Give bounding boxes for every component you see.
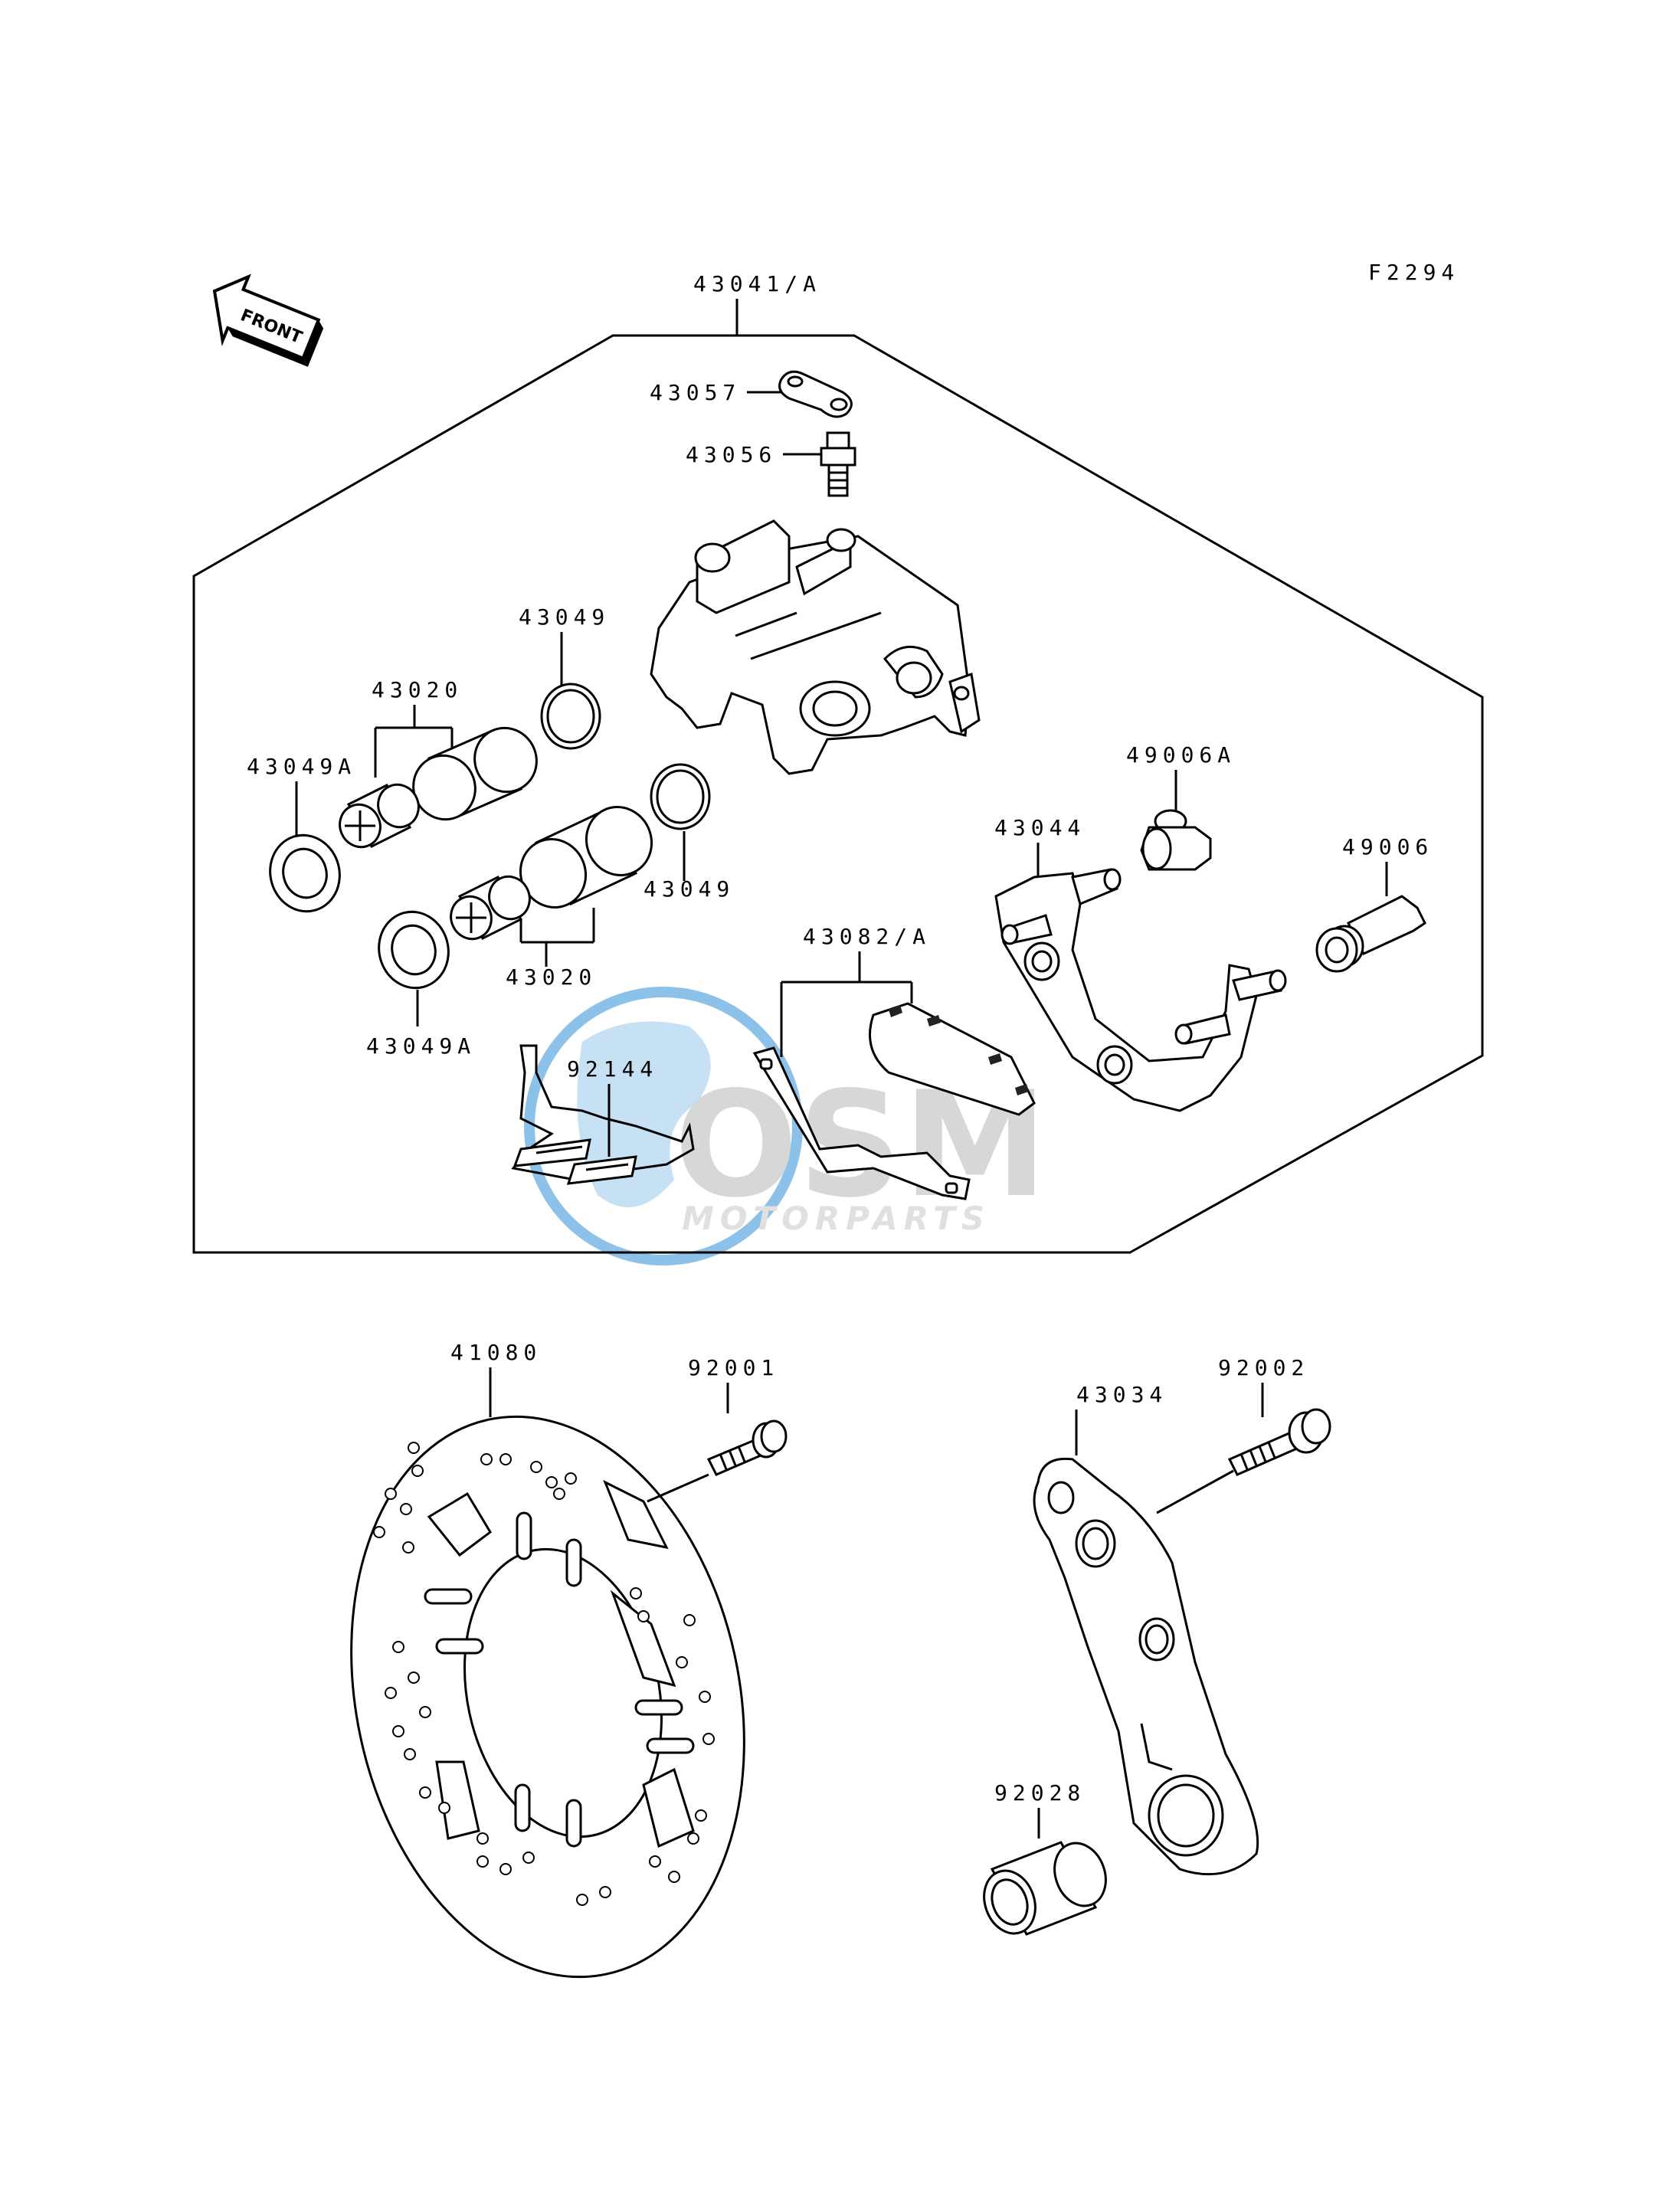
bleeder-valve-part — [820, 431, 856, 497]
link-bolt-part — [1227, 1408, 1331, 1476]
caliper-assembly-outline — [192, 334, 1484, 1254]
piston-upper-part — [412, 726, 538, 821]
label-disc-bolt: 92001 — [688, 1355, 779, 1380]
collar-part — [983, 1841, 1107, 1936]
insulator-lower-part — [450, 875, 531, 941]
caliper-body-part — [650, 519, 981, 775]
boot-part — [1140, 809, 1212, 871]
slide-pin-part — [1315, 895, 1426, 973]
label-pin: 49006 — [1342, 834, 1433, 859]
insulator-upper-part — [339, 783, 420, 849]
label-torque-link: 43034 — [1076, 1382, 1167, 1407]
label-holder: 43044 — [994, 815, 1086, 840]
disc-bolt-part — [706, 1419, 788, 1476]
bleeder-cap-part — [778, 370, 853, 418]
dust-seal-upper-part — [269, 833, 341, 913]
brake-pad-part — [869, 1002, 1036, 1116]
piston-seal-lower-part — [650, 763, 711, 830]
label-pad-set: 43082/A — [803, 924, 931, 949]
label-link-bolt: 92002 — [1218, 1355, 1309, 1380]
label-dust-seal-lower: 43049A — [366, 1033, 476, 1059]
label-piston-lower: 43020 — [506, 964, 597, 990]
piston-seal-upper-part — [540, 683, 601, 750]
label-collar: 92028 — [994, 1780, 1086, 1806]
watermark-logo: OSM MOTORPARTS — [524, 987, 1047, 1265]
label-disc: 41080 — [450, 1340, 542, 1365]
label-piston-upper: 43020 — [372, 677, 463, 702]
front-arrow-icon: FRONT — [212, 273, 324, 367]
label-pad-spring: 92144 — [567, 1056, 658, 1082]
label-bleeder-cap: 43057 — [650, 380, 741, 405]
torque-link-part — [1033, 1457, 1259, 1876]
label-seal-upper: 43049 — [519, 604, 610, 630]
label-bleeder-valve: 43056 — [686, 442, 777, 467]
piston-lower-part — [519, 806, 653, 909]
label-boot: 49006A — [1126, 742, 1236, 768]
brake-disc-part — [350, 1415, 745, 1979]
dust-seal-lower-part — [378, 910, 450, 990]
label-seal-lower: 43049 — [644, 876, 735, 902]
figure-code: F2294 — [1368, 260, 1459, 285]
watermark-subtitle: MOTORPARTS — [682, 1200, 991, 1237]
pad-shim-part — [752, 1046, 971, 1200]
caliper-holder-part — [994, 868, 1287, 1112]
pad-spring-part — [511, 1044, 695, 1185]
label-dust-seal-upper: 43049A — [247, 754, 356, 779]
label-caliper-assembly: 43041/A — [693, 271, 821, 296]
